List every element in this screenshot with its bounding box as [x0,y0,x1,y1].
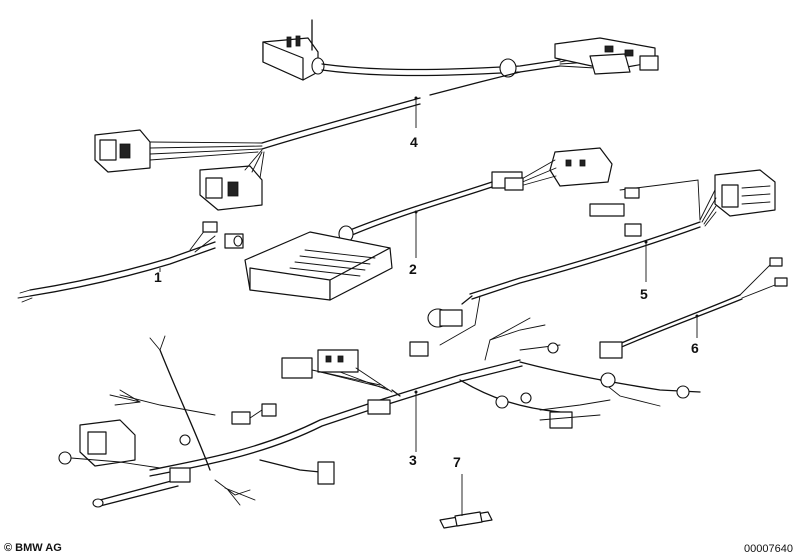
harness-part-6 [599,257,788,359]
harness-part-3 [58,317,701,508]
callout-part-1: 1 [154,269,162,285]
document-number: 00007640 [744,543,793,555]
harness-part-4 [94,19,659,211]
harness-part-5 [409,169,776,357]
callout-part-4: 4 [410,134,418,150]
harness-part-2 [244,147,613,301]
callout-part-2: 2 [409,261,417,277]
callout-part-5: 5 [640,286,648,302]
fuse-part-7 [439,474,493,529]
callout-part-7: 7 [453,454,461,470]
copyright-notice: © BMW AG [4,542,62,554]
callout-part-3: 3 [409,452,417,468]
callout-part-6: 6 [691,340,699,356]
module-pin-grid [289,249,376,277]
harness-part-1 [17,221,244,303]
